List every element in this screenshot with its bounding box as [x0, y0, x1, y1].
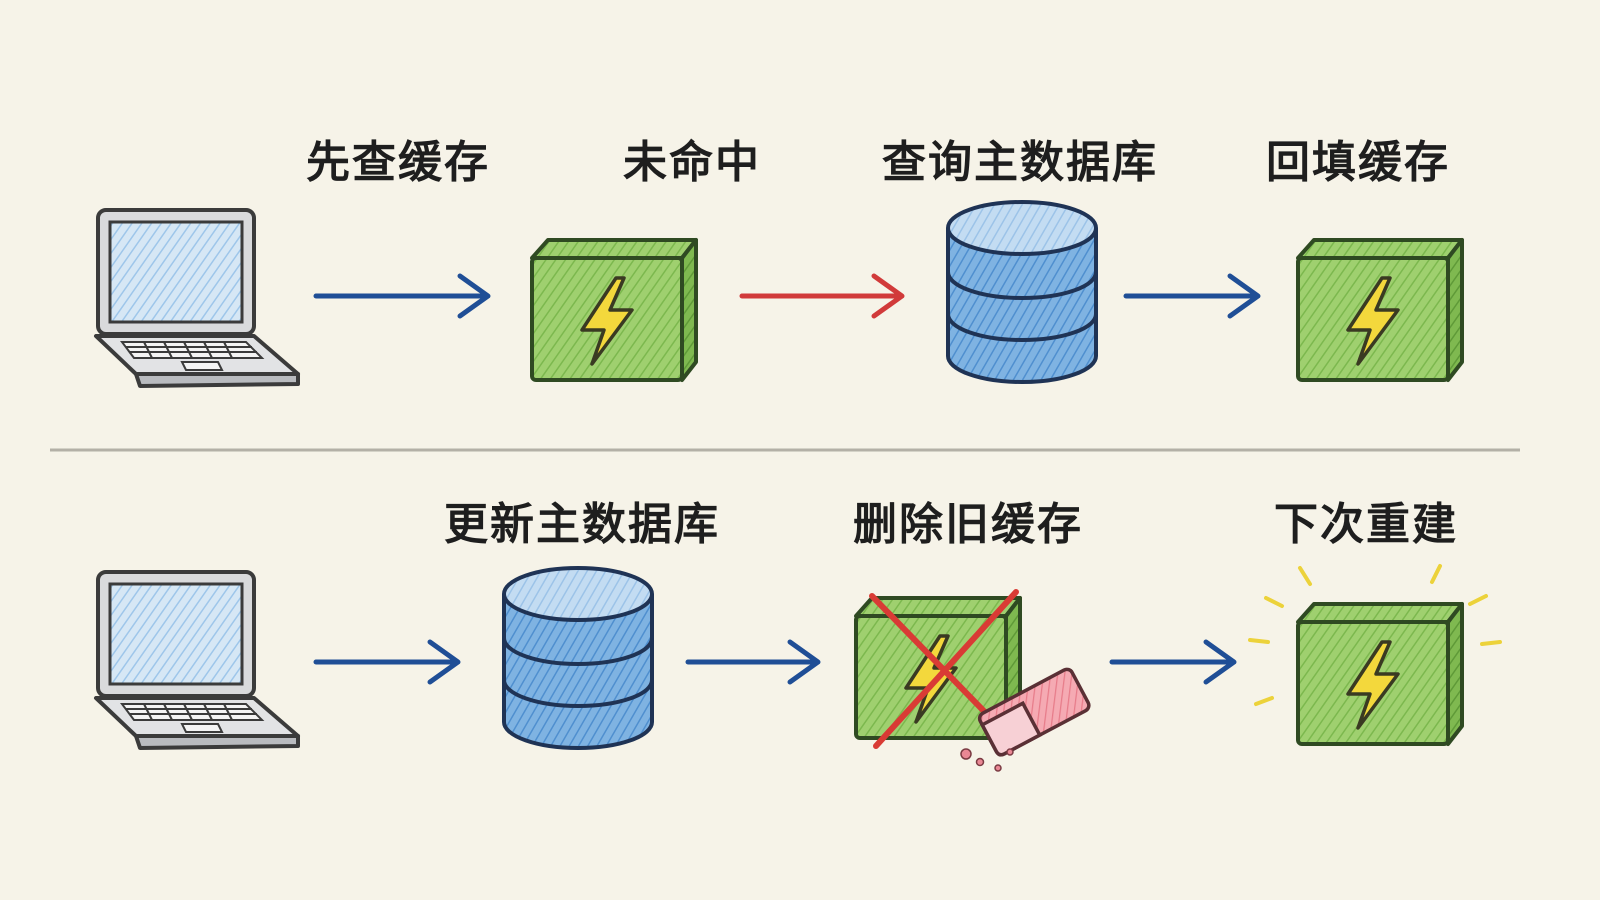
glow-rays-icon: [1248, 564, 1502, 706]
step-label-update-database: 更新主数据库: [444, 499, 720, 550]
step-label-next-rebuild: 下次重建: [1274, 499, 1458, 550]
step-label-delete-old-cache: 删除旧缓存: [853, 499, 1083, 550]
main-database-icon: [946, 200, 1098, 384]
client-laptop-icon: [94, 208, 300, 388]
client-laptop-icon: [94, 570, 300, 750]
arrow-to-rebuild-cache: [1109, 639, 1237, 685]
arrow-database-to-cache: [1123, 273, 1261, 319]
arrow-database-to-old-cache: [685, 639, 821, 685]
step-label-cache-miss: 未命中: [623, 137, 761, 188]
cache-miss-icon: [530, 238, 698, 382]
eraser-crumbs: [960, 748, 1014, 772]
arrow-client-to-cache: [313, 273, 491, 319]
rebuilt-cache-icon: [1296, 602, 1464, 746]
write-path-row: [94, 564, 1502, 772]
deleted-cache-group: [854, 589, 1091, 772]
update-database-icon: [502, 566, 654, 750]
arrow-cache-miss-to-database: [739, 273, 905, 319]
step-label-query-database: 查询主数据库: [882, 137, 1158, 188]
arrow-client-to-database: [313, 639, 461, 685]
read-path-row: [94, 200, 1464, 388]
eraser-icon: [977, 667, 1091, 757]
rebuilt-cache-group: [1248, 564, 1502, 746]
step-label-backfill-cache: 回填缓存: [1266, 137, 1450, 188]
step-label-check-cache: 先查缓存: [306, 137, 490, 188]
backfill-cache-icon: [1296, 238, 1464, 382]
